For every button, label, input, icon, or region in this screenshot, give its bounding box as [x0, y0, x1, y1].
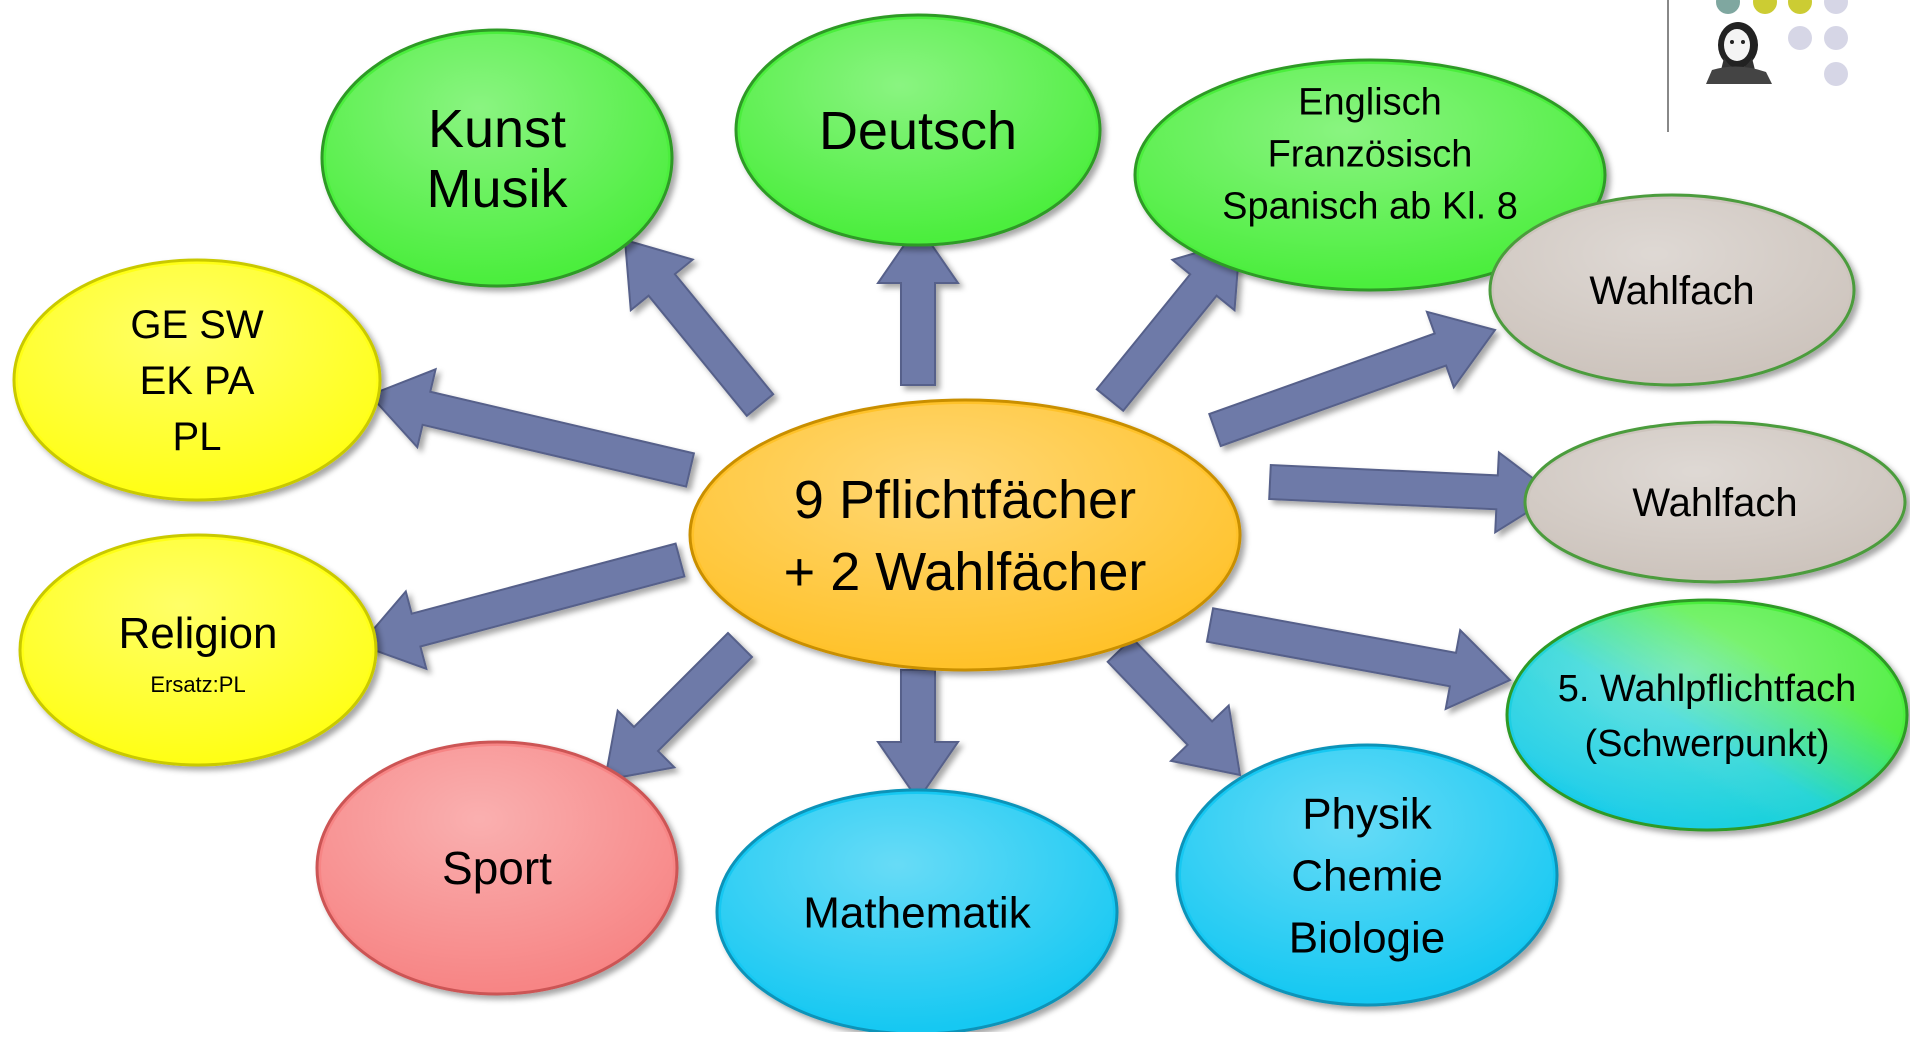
- arrow-sport: [603, 631, 754, 782]
- corner-logo: [1667, 0, 1848, 132]
- node-naturwissenschaften-label-0: Physik: [1302, 789, 1433, 838]
- portrait-icon: [1706, 22, 1772, 84]
- logo-dot-3: [1824, 0, 1848, 14]
- node-fremdsprachen-label-2: Spanisch ab Kl. 8: [1222, 185, 1518, 227]
- arrow-religion: [358, 542, 686, 671]
- node-religion-label-1: Ersatz:PL: [150, 672, 245, 697]
- arrow-wahlpflichtfach: [1205, 607, 1512, 711]
- center-node-label-0: 9 Pflichtfächer: [794, 470, 1136, 530]
- logo-dot-1: [1753, 0, 1777, 14]
- node-religion-label-0: Religion: [119, 609, 278, 658]
- node-religion-highlight: [24, 539, 372, 761]
- node-sport: Sport: [315, 740, 679, 996]
- node-fremdsprachen-label-1: Französisch: [1268, 133, 1473, 175]
- logo-dot-4: [1788, 26, 1812, 50]
- node-kunst-musik-label-0: Kunst: [428, 99, 566, 159]
- arrow-naturwissenschaften: [1106, 636, 1242, 777]
- logo-dot-0: [1716, 0, 1740, 14]
- node-naturwissenschaften-highlight: [1181, 749, 1553, 1001]
- logo-dot-5: [1824, 26, 1848, 50]
- node-wahlpflichtfach-label-1: (Schwerpunkt): [1585, 723, 1830, 765]
- center-node-highlight: [694, 404, 1236, 666]
- center-layer: 9 Pflichtfächer + 2 Wahlfächer: [688, 398, 1242, 672]
- node-wahlfach-1-highlight: [1494, 199, 1850, 381]
- logo-dot-2: [1788, 0, 1812, 14]
- node-wahlpflichtfach-highlight: [1511, 604, 1903, 826]
- arrow-deutsch: [876, 223, 960, 386]
- node-wahlfach-1-label-0: Wahlfach: [1589, 269, 1754, 313]
- node-gesellschaft-highlight: [18, 264, 376, 496]
- arrow-wahlfach-1: [1208, 310, 1497, 448]
- node-wahlfach-2-highlight: [1529, 426, 1901, 578]
- node-fremdsprachen-highlight: [1139, 64, 1601, 286]
- node-naturwissenschaften-label-2: Biologie: [1289, 913, 1446, 962]
- node-kunst-musik-label-1: Musik: [426, 159, 568, 219]
- node-sport-label-0: Sport: [442, 842, 552, 894]
- node-fremdsprachen-label-0: Englisch: [1298, 81, 1442, 123]
- node-wahlfach-1: Wahlfach: [1488, 193, 1856, 387]
- logo-dot-6: [1824, 62, 1848, 86]
- arrow-wahlfach-2: [1268, 450, 1557, 535]
- center-node-label-1: + 2 Wahlfächer: [784, 542, 1147, 602]
- node-wahlpflichtfach-label-0: 5. Wahlpflichtfach: [1558, 668, 1857, 710]
- node-gesellschaft-label-1: EK PA: [140, 359, 255, 403]
- node-mathematik: Mathematik: [715, 788, 1119, 1036]
- node-sport-highlight: [321, 746, 673, 990]
- node-wahlfach-2-label-0: Wahlfach: [1632, 481, 1797, 525]
- arrow-mathematik: [876, 669, 960, 802]
- arrow-kunst-musik: [623, 238, 775, 418]
- node-deutsch: Deutsch: [734, 13, 1102, 247]
- center-node: 9 Pflichtfächer + 2 Wahlfächer: [688, 398, 1242, 672]
- node-deutsch-label-0: Deutsch: [819, 101, 1017, 161]
- node-gesellschaft-label-2: PL: [173, 415, 222, 459]
- node-mathematik-highlight: [721, 794, 1113, 1030]
- arrows-layer: [358, 223, 1557, 802]
- node-wahlpflichtfach: 5. Wahlpflichtfach (Schwerpunkt): [1505, 598, 1909, 832]
- node-deutsch-highlight: [740, 19, 1096, 241]
- node-naturwissenschaften-label-1: Chemie: [1291, 851, 1443, 900]
- node-gesellschaft-label-0: GE SW: [130, 303, 264, 347]
- node-wahlfach-2: Wahlfach: [1523, 420, 1907, 584]
- node-mathematik-label-0: Mathematik: [803, 888, 1031, 937]
- arrow-gesellschaft: [368, 367, 696, 488]
- node-gesellschaft: GE SW EK PA PL: [12, 258, 382, 502]
- arrow-fremdsprachen: [1095, 238, 1242, 413]
- node-kunst-musik-highlight: [326, 34, 668, 282]
